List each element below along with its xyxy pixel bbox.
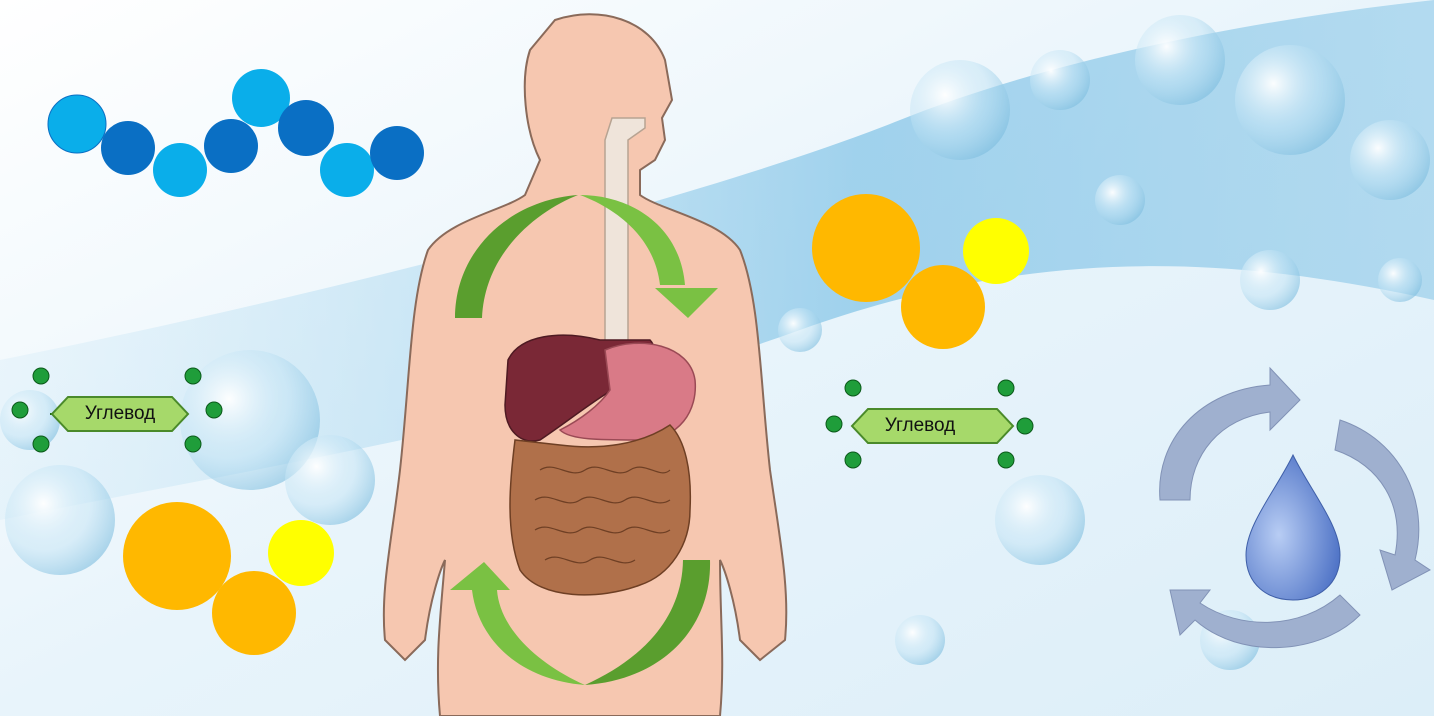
carbohydrate-label-text: Углевод — [885, 415, 956, 437]
carbohydrate-label-text: Углевод — [85, 403, 156, 425]
